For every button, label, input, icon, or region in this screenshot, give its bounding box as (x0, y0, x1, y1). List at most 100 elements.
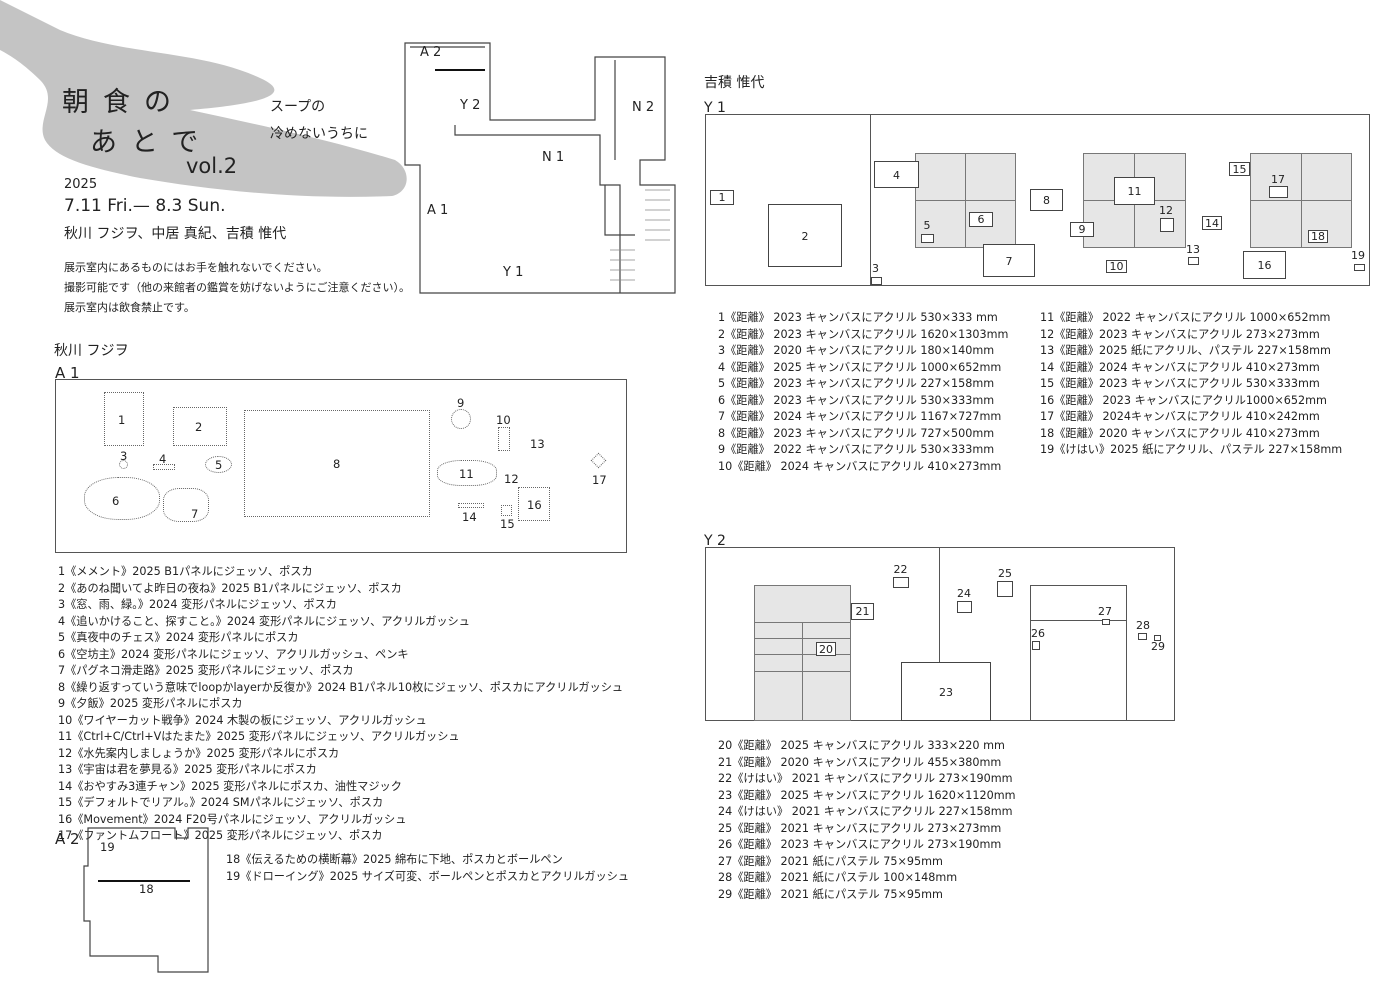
a1-num-12: 12 (504, 472, 519, 486)
a1-work-15 (501, 505, 512, 516)
plan-label-a2: A 2 (420, 45, 442, 60)
work-entry: 4《距離》 2025 キャンバスにアクリル 1000×652mm (718, 360, 1002, 374)
notice-no-food: 展示室内は飲食禁止です。 (64, 301, 195, 314)
y2-work-22-mark (893, 577, 909, 588)
y1-work-12: 12 (1159, 204, 1173, 217)
a2-num-18: 18 (139, 882, 154, 896)
y1-work-13-mark (1188, 257, 1199, 265)
a1-work-1 (104, 392, 144, 446)
y2-work-21: 21 (851, 603, 874, 620)
work-entry: 3《窓、雨、緑。》2024 変形パネルにジェッソ、ポスカ (58, 598, 337, 611)
grid-line (754, 622, 851, 623)
work-entry: 17《ファントムフロート》2025 変形パネルにジェッソ、ポスカ (58, 829, 383, 842)
y1-work-16: 16 (1243, 251, 1286, 279)
a1-num-4: 4 (159, 452, 167, 466)
y1-work-8: 8 (1030, 189, 1063, 211)
y2-work-23: 23 (901, 662, 991, 721)
work-entry: 22《けはい》 2021 キャンバスにアクリル 273×190mm (718, 772, 1013, 785)
room-a2-plan (83, 827, 209, 973)
work-entry: 25《距離》 2021 キャンバスにアクリル 273×273mm (718, 821, 1002, 835)
work-entry: 4《追いかけること、探すこと。》2024 変形パネルにジェッソ、アクリルガッシュ (58, 614, 470, 628)
work-entry: 2《あのね聞いてよ昨日の夜ね》2025 B1パネルにジェッソ、ポスカ (58, 581, 402, 595)
y1-work-13: 13 (1186, 243, 1200, 256)
work-entry: 16《Movement》2024 F20号パネルにジェッソ、アクリルガッシュ (58, 812, 407, 826)
akikawa-works-list: 1《メメント》2025 B1パネルにジェッソ、ポスカ 2《あのね聞いてよ昨日の夜… (58, 564, 623, 845)
work-entry: 7《距離》 2024 キャンバスにアクリル 1167×727mm (718, 410, 1002, 423)
work-entry: 9《距離》 2022 キャンバスにアクリル 530×333mm (718, 443, 995, 456)
a1-num-9: 9 (457, 396, 465, 410)
a1-num-7: 7 (191, 507, 199, 521)
a1-work-16 (518, 487, 550, 521)
y1-work-4: 4 (874, 161, 919, 188)
plan-label-a1: A 1 (427, 203, 449, 218)
a1-work-2 (173, 407, 227, 446)
work-entry: 2《距離》 2023 キャンバスにアクリル 1620×1303mm (718, 327, 1009, 341)
y1-work-9: 9 (1070, 222, 1094, 237)
room-y2-divider (939, 547, 940, 662)
y2-work-24: 24 (957, 587, 971, 600)
work-entry: 29《距離》 2021 紙にパステル 75×95mm (718, 887, 943, 901)
room-y1-plan (705, 114, 1370, 286)
work-entry: 15《デフォルトでリアル。》2024 SMパネルにジェッソ、ポスカ (58, 796, 384, 809)
work-entry: 13《宇宙は君を夢見る》2025 変形パネルにポスカ (58, 763, 317, 776)
y2-work-20: 20 (816, 642, 836, 656)
y1-work-12-mark (1160, 218, 1174, 232)
a1-num-10: 10 (496, 413, 511, 427)
y1-work-6: 6 (969, 212, 993, 227)
a1-num-15: 15 (500, 517, 515, 531)
work-entry: 5《真夜中のチェス》2024 変形パネルにポスカ (58, 631, 299, 644)
work-entry: 18《伝えるための横断幕》2025 綿布に下地、ポスカとボールペン (226, 853, 563, 866)
work-entry: 14《おやすみ3連チャン》2025 変形パネルにポスカ、油性マジック (58, 779, 402, 793)
exhibition-dates: 7.11 Fri.— 8.3 Sun. (64, 196, 226, 216)
y2-work-27: 27 (1098, 605, 1112, 618)
y1-work-7: 7 (983, 244, 1035, 277)
a2-num-19: 19 (100, 840, 115, 854)
work-entry: 23《距離》 2025 キャンバスにアクリル 1620×1120mm (718, 788, 1016, 802)
work-entry: 26《距離》 2023 キャンバスにアクリル 273×190mm (718, 838, 1002, 851)
y2-work-24-mark (957, 601, 972, 613)
room-y1-label: Y 1 (704, 100, 726, 116)
y2-work-29: 29 (1151, 640, 1165, 653)
work-entry: 10《距離》 2024 キャンバスにアクリル 410×273mm (718, 459, 1002, 473)
y1-work-11: 11 (1114, 177, 1155, 205)
room-y1-divider (870, 114, 871, 286)
a1-num-14: 14 (462, 510, 477, 524)
grid-line (754, 671, 851, 672)
tagline-line1: スープの (270, 99, 326, 115)
notice-photo: 撮影可能です（他の来館者の鑑賞を妨げないようにご注意ください）。 (64, 281, 411, 294)
y2-work-26-mark (1032, 641, 1040, 650)
work-entry: 19《けはい》2025 紙にアクリル、パステル 227×158mm (1040, 443, 1343, 456)
room-y2-label: Y 2 (704, 533, 726, 549)
y1-work-5: 5 (923, 219, 931, 232)
akikawa-a2-works-list: 18《伝えるための横断幕》2025 綿布に下地、ポスカとボールペン 19《ドロー… (226, 852, 629, 885)
y2-wall-unit (1030, 585, 1127, 721)
a1-work-7 (163, 488, 209, 522)
y2-work-29-mark (1154, 635, 1161, 641)
room-a2-label: A 2 (55, 830, 80, 848)
y1-work-15: 15 (1229, 162, 1250, 176)
room-a1-plan (55, 379, 627, 553)
y1-work-5-mark (921, 234, 934, 243)
y1-work-3: 3 (872, 262, 879, 275)
a1-num-8: 8 (333, 457, 341, 471)
work-entry: 21《距離》 2020 キャンバスにアクリル 455×380mm (718, 755, 1002, 769)
exhibition-title-line1: 朝食の (62, 87, 185, 118)
a1-num-3: 3 (120, 449, 128, 463)
work-entry: 20《距離》 2025 キャンバスにアクリル 333×220 mm (718, 739, 1005, 752)
work-entry: 16《距離》 2023 キャンバスにアクリル1000×652mm (1040, 393, 1327, 407)
overall-floor-plan (404, 42, 676, 294)
grid-line (915, 200, 1016, 201)
a1-work-6 (84, 477, 160, 520)
tagline-line2: 冷めないうちに (270, 126, 368, 142)
a1-work-10 (498, 427, 510, 451)
a1-work-5 (205, 456, 232, 473)
work-entry: 11《距離》 2022 キャンバスにアクリル 1000×652mm (1040, 311, 1331, 324)
akikawa-heading: 秋川 フジヲ (54, 343, 129, 359)
a1-work-3 (119, 460, 128, 469)
exhibition-year: 2025 (64, 177, 98, 192)
y1-work-3-mark (871, 277, 882, 285)
y2-wall-line (1030, 620, 1127, 621)
work-entry: 10《ワイヤーカット戦争》2024 木製の板にジェッソ、アクリルガッシュ (58, 713, 427, 727)
work-entry: 3《距離》 2020 キャンバスにアクリル 180×140mm (718, 344, 995, 357)
work-entry: 27《距離》 2021 紙にパステル 75×95mm (718, 854, 943, 868)
